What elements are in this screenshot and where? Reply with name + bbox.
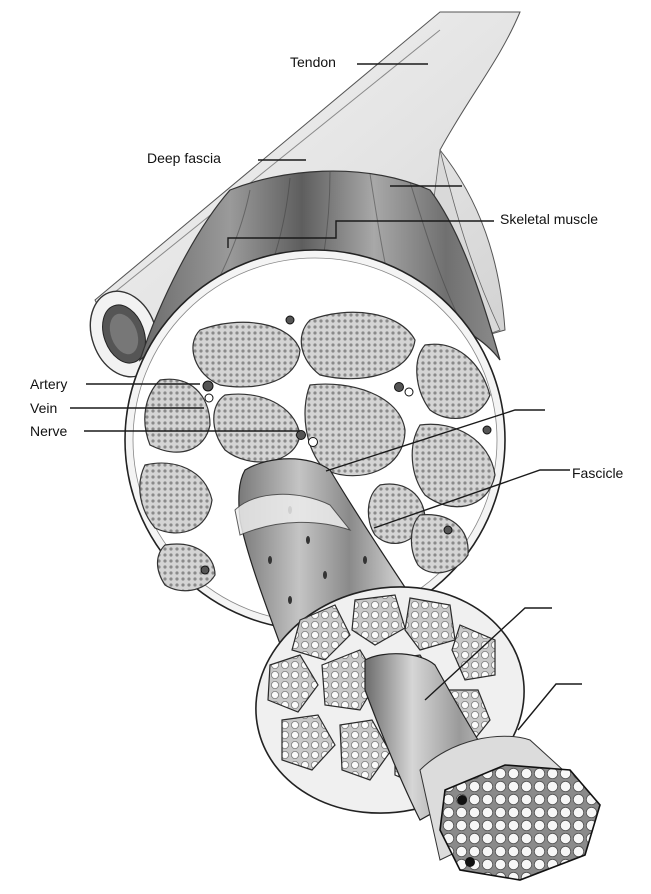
- label-artery: Artery: [30, 376, 67, 392]
- label-tendon: Tendon: [290, 54, 336, 70]
- label-fascicle: Fascicle: [572, 465, 623, 481]
- label-vein: Vein: [30, 400, 57, 416]
- label-skeletal-muscle: Skeletal muscle: [500, 211, 598, 227]
- label-nerve: Nerve: [30, 423, 67, 439]
- label-deep-fascia: Deep fascia: [147, 150, 221, 166]
- myofibril-end: [440, 765, 600, 880]
- fiber-leader: [518, 684, 582, 730]
